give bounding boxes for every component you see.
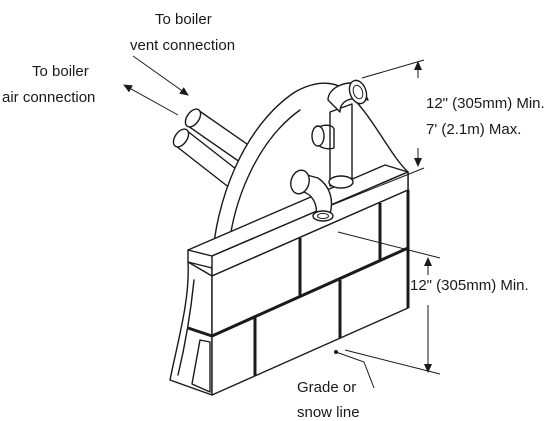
grade-label-line2: snow line <box>297 404 360 421</box>
vent-label-line2: vent connection <box>130 37 235 54</box>
vent-label-line1: To boiler <box>155 11 212 28</box>
vent-arrow <box>132 55 189 96</box>
upper-dim-line2: 7' (2.1m) Max. <box>426 121 521 138</box>
air-intake-pipe <box>290 169 334 222</box>
grade-leader <box>335 351 375 389</box>
air-label-line1: To boiler <box>32 63 89 80</box>
lower-dim-line1: 12" (305mm) Min. <box>410 277 529 294</box>
brick-wall <box>169 164 410 396</box>
upper-dimension <box>331 59 425 206</box>
air-arrow <box>123 84 179 116</box>
grade-leader-dot <box>334 350 338 354</box>
grade-label-line1: Grade or <box>297 379 356 396</box>
upper-dim-line1: 12" (305mm) Min. <box>426 95 545 112</box>
vent-pipe <box>311 79 369 189</box>
lower-dimension <box>337 231 441 375</box>
air-label-line2: air connection <box>2 89 95 106</box>
